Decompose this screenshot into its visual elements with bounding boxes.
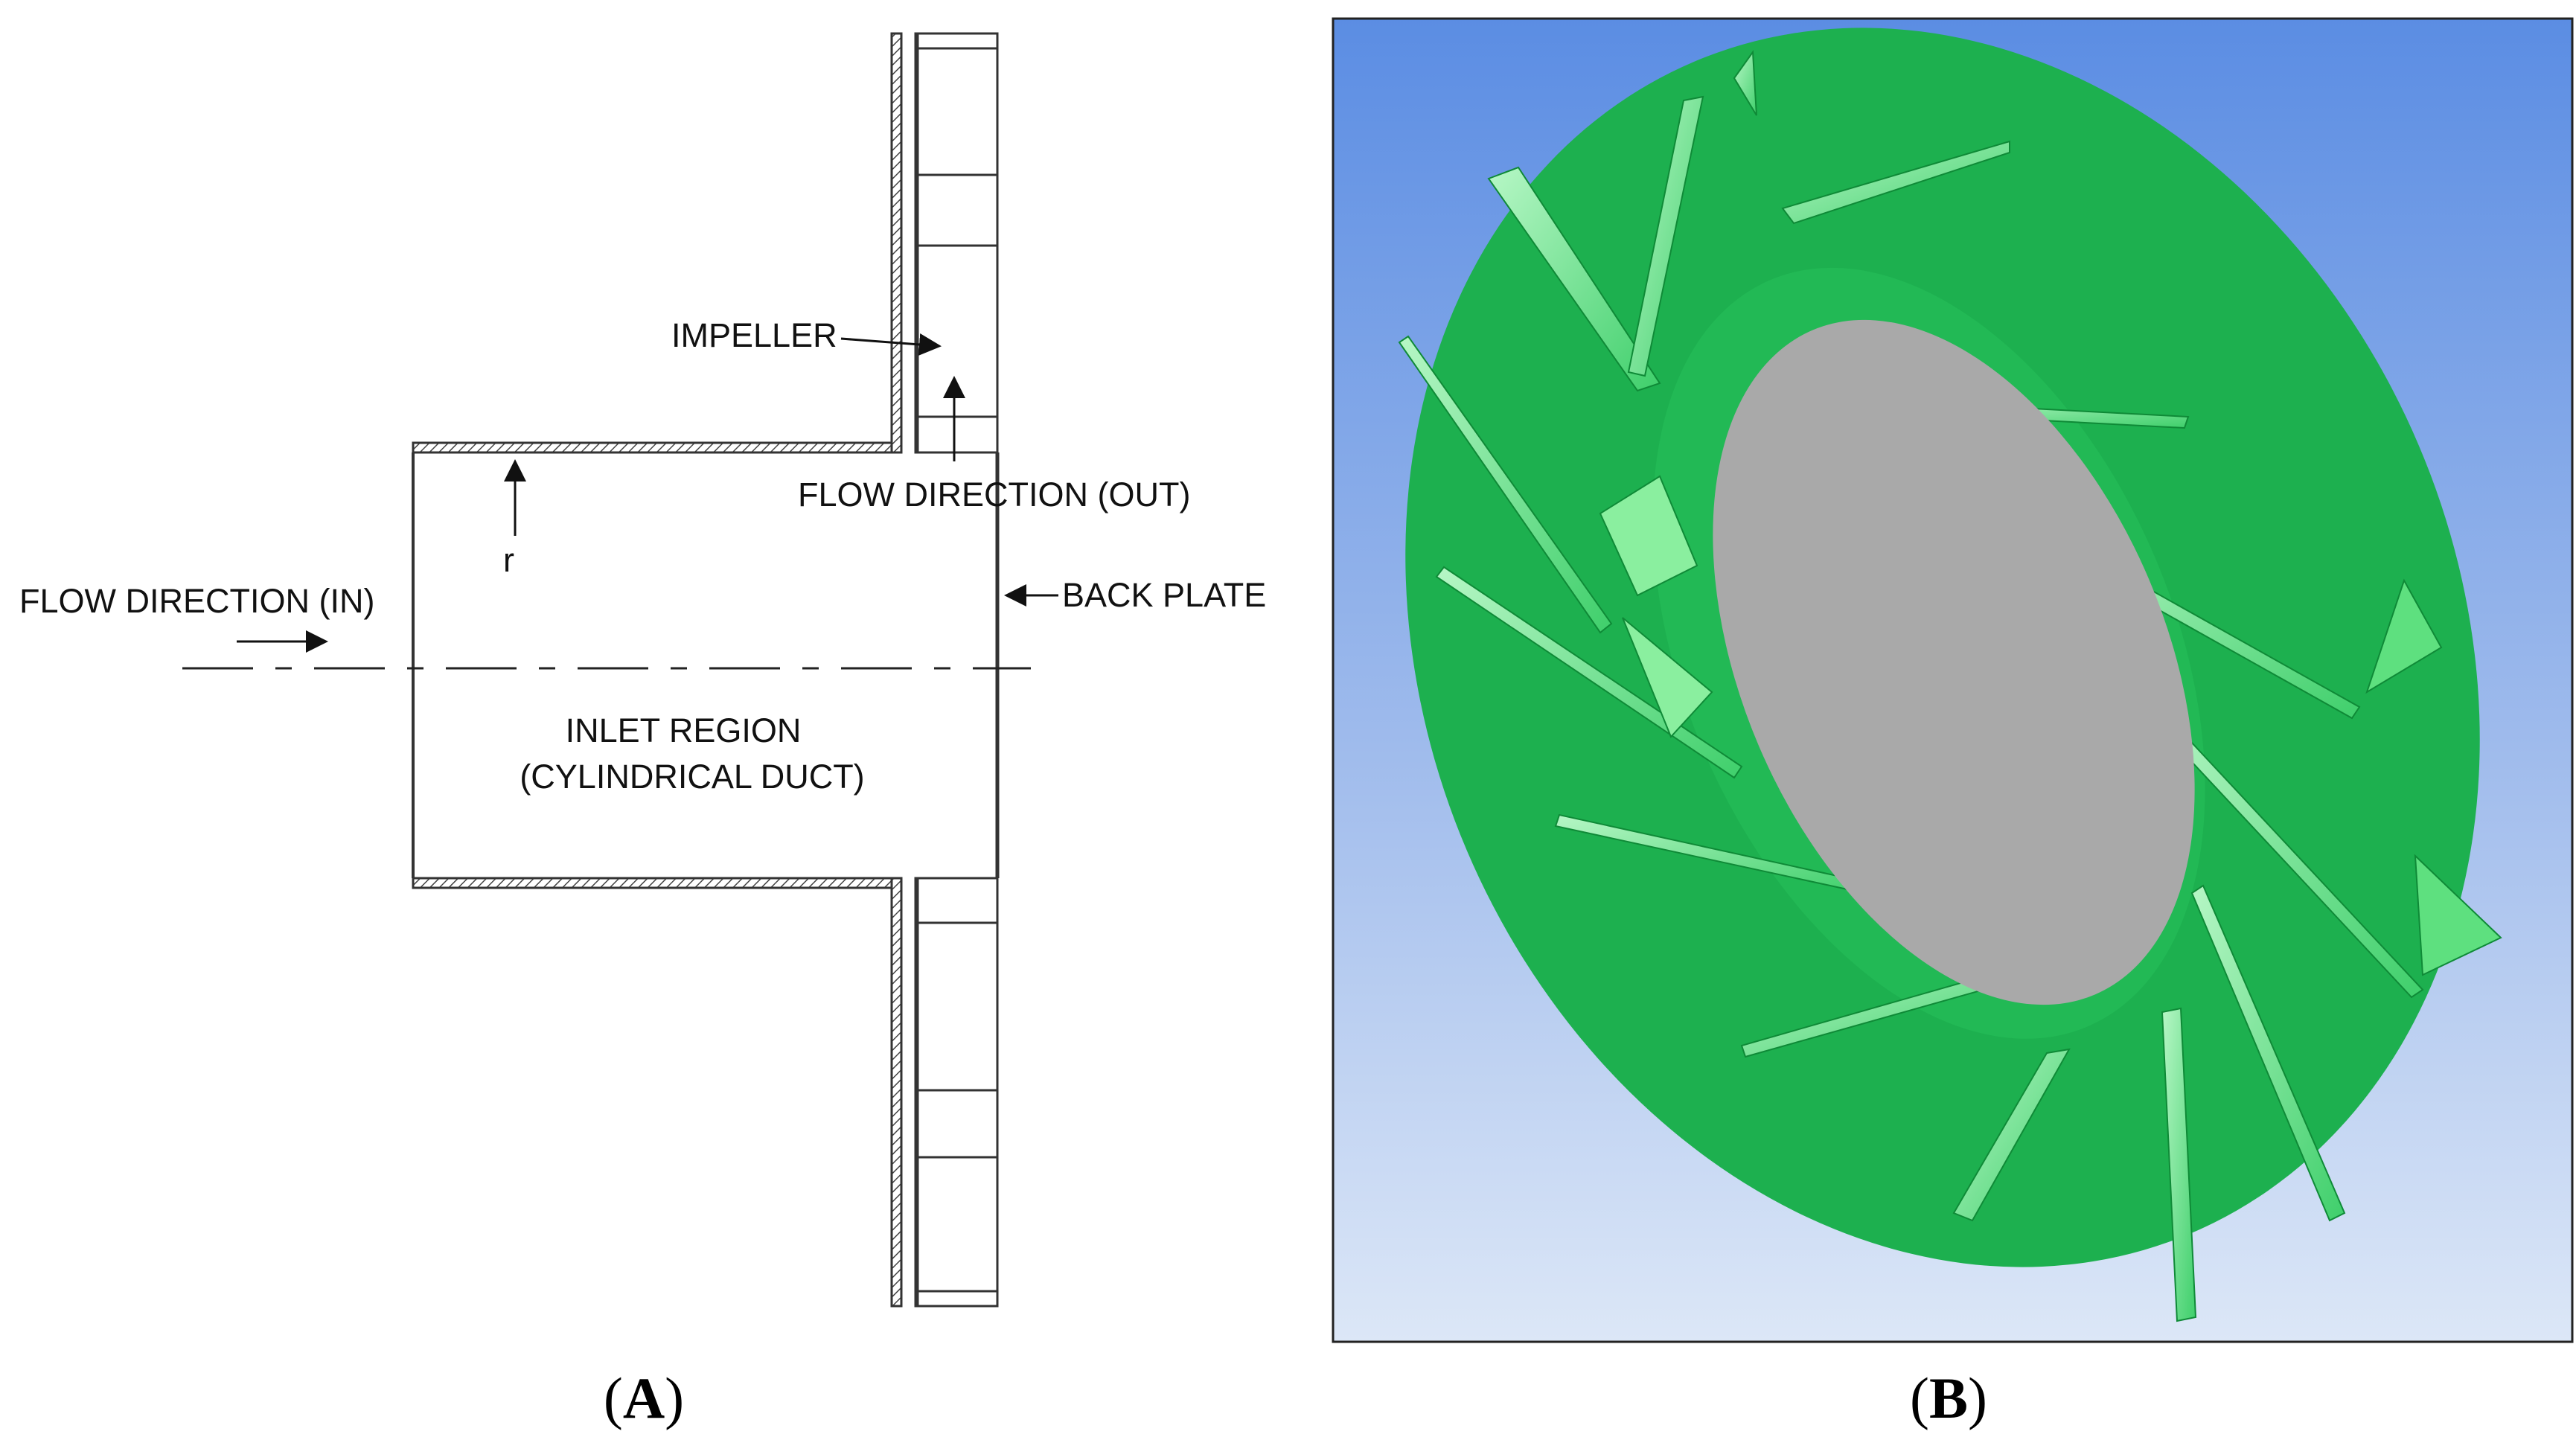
impeller-label: IMPELLER (671, 316, 837, 354)
duct-top-wall (412, 441, 902, 454)
panel-a-caption: (A) (604, 1366, 684, 1430)
hub-center (1713, 319, 2195, 1005)
shroud-upper (890, 32, 903, 454)
inlet-region-label: INLET REGION (566, 711, 802, 749)
impeller-lower (914, 877, 999, 1308)
impeller-upper (914, 32, 999, 454)
panel-b-render: (B) (1332, 17, 2574, 1430)
panel-b-caption: (B) (1910, 1366, 1987, 1430)
panel-a-schematic: IMPELLER FLOW DIRECTION (OUT) FLOW DIREC… (19, 32, 1266, 1430)
front-shroud (890, 32, 903, 1308)
radius-label: r (503, 541, 514, 579)
shroud-lower (890, 877, 903, 1308)
flow-in-label: FLOW DIRECTION (IN) (19, 582, 374, 620)
back-plate-label: BACK PLATE (1062, 576, 1266, 614)
flow-out-label: FLOW DIRECTION (OUT) (798, 476, 1190, 513)
impeller-arrow (840, 333, 942, 356)
duct-bottom-wall (412, 877, 902, 889)
cylindrical-duct-label: (CYLINDRICAL DUCT) (520, 758, 864, 796)
